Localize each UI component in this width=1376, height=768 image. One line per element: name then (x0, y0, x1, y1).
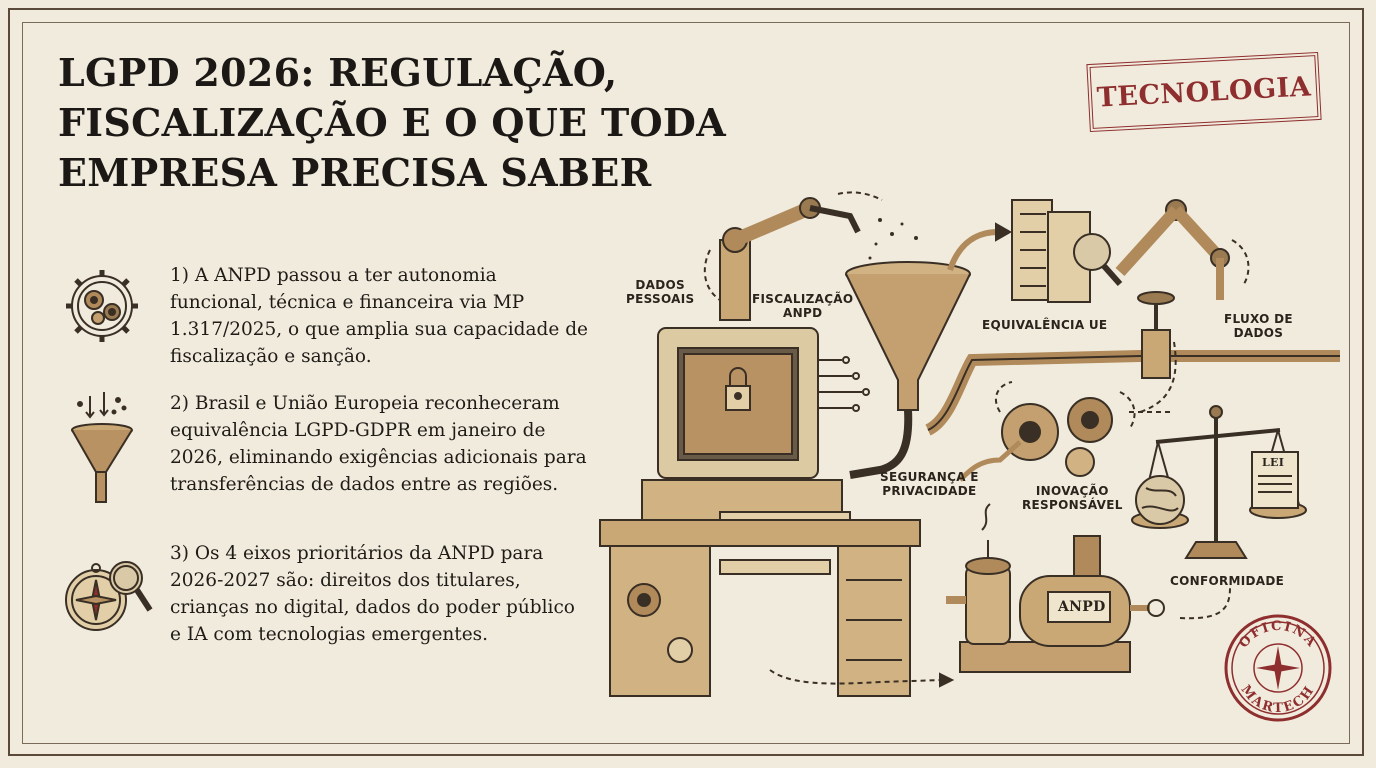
oficina-martech-seal: OFICINA MARTECH (1222, 612, 1334, 724)
title-line-1: LGPD 2026: REGULAÇÃO, (58, 50, 618, 95)
label-conformidade: CONFORMIDADE (1170, 574, 1285, 588)
info-item-2: 2) Brasil e União Europeia reconheceram … (60, 390, 590, 520)
stamp-label: TECNOLOGIA (1096, 70, 1312, 114)
desk-illustration (599, 519, 921, 697)
label-anpd-machine: ANPD (1058, 599, 1106, 615)
outer-border (8, 8, 1364, 756)
info-item-1-text: 1) A ANPD passou a ter autonomia funcion… (170, 265, 588, 367)
page-title: LGPD 2026: REGULAÇÃO, FISCALIZAÇÃO E O Q… (58, 48, 818, 198)
label-equivalencia-ue: EQUIVALÊNCIA UE (982, 318, 1108, 332)
gears-illustration (994, 381, 1136, 477)
info-item-1: 1) A ANPD passou a ter autonomia funcion… (60, 262, 590, 372)
label-lei-document: LEI (1262, 456, 1285, 469)
info-item-2-text: 2) Brasil e União Europeia reconheceram … (170, 393, 587, 495)
funnel-illustration (845, 261, 971, 479)
robotic-arm-left (719, 197, 861, 321)
title-line-3: EMPRESA PRECISA SABER (58, 150, 652, 195)
label-fluxo-de-dados: FLUXO DE DADOS (1224, 312, 1293, 340)
computer-illustration (641, 327, 870, 535)
funnel-icon (60, 390, 156, 510)
category-stamp: TECNOLOGIA (1086, 51, 1322, 133)
label-dados-pessoais: DADOS PESSOAIS (626, 278, 695, 306)
info-item-3: 3) Os 4 eixos prioritários da ANPD para … (60, 540, 590, 680)
compass-magnifier-icon (60, 540, 156, 650)
data-machine-illustration: DADOS PESSOAIS FISCALIZAÇÃO ANPD EQUIVAL… (580, 180, 1340, 710)
label-seguranca-privacidade: SEGURANÇA E PRIVACIDADE (880, 470, 979, 498)
label-inovacao-responsavel: INOVAÇÃO RESPONSÁVEL (1022, 484, 1123, 512)
label-fiscalizacao-anpd: FISCALIZAÇÃO ANPD (752, 292, 854, 320)
gears-icon (60, 262, 156, 358)
info-item-3-text: 3) Os 4 eixos prioritários da ANPD para … (170, 543, 575, 645)
data-documents-illustration (1011, 199, 1123, 303)
balance-scale-illustration (1131, 405, 1307, 559)
robotic-arm-right (1115, 199, 1250, 300)
inner-border (22, 22, 1350, 744)
anpd-machine-illustration (946, 503, 1165, 673)
title-line-2: FISCALIZAÇÃO E O QUE TODA (58, 100, 726, 145)
